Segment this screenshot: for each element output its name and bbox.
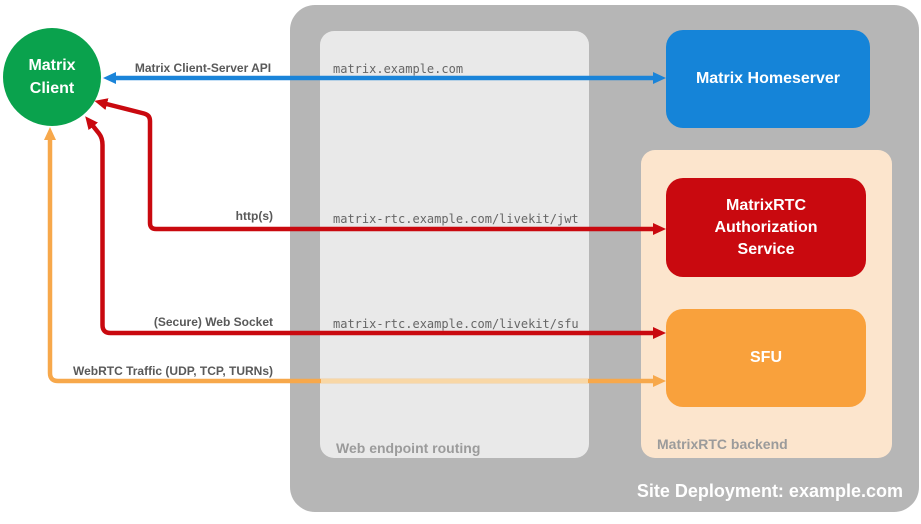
matrix-homeserver-label: Matrix Homeserver: [695, 70, 841, 87]
web-endpoint-routing-label: Web endpoint routing: [336, 440, 481, 456]
route-url-livekit-sfu: matrix-rtc.example.com/livekit/sfu: [333, 317, 579, 331]
edge-label-client-server-api: Matrix Client-Server API: [134, 61, 272, 75]
matrixrtc-authorization-service-label: MatrixRTC Authorization Service: [714, 196, 818, 258]
matrix-client-label-line1: Matrix: [28, 57, 76, 74]
matrix-client-node: Matrix Client: [3, 28, 101, 126]
edge-label-websocket: (Secure) Web Socket: [153, 315, 273, 329]
sfu-node: SFU: [666, 309, 866, 407]
route-url-homeserver: matrix.example.com: [333, 62, 464, 76]
matrixrtc-backend-label: MatrixRTC backend: [657, 436, 788, 452]
route-url-livekit-jwt: matrix-rtc.example.com/livekit/jwt: [333, 212, 579, 226]
site-deployment-label: Site Deployment: example.com: [636, 481, 903, 501]
web-endpoint-routing-container: [320, 31, 589, 458]
matrix-homeserver-node: Matrix Homeserver: [666, 30, 870, 128]
edge-label-webrtc-traffic: WebRTC Traffic (UDP, TCP, TURNs): [72, 364, 273, 378]
matrixrtc-authorization-service-node: MatrixRTC Authorization Service: [666, 178, 866, 277]
edge-label-https: http(s): [235, 209, 273, 223]
sfu-label: SFU: [750, 349, 782, 366]
matrix-client-label-line2: Client: [29, 80, 75, 97]
